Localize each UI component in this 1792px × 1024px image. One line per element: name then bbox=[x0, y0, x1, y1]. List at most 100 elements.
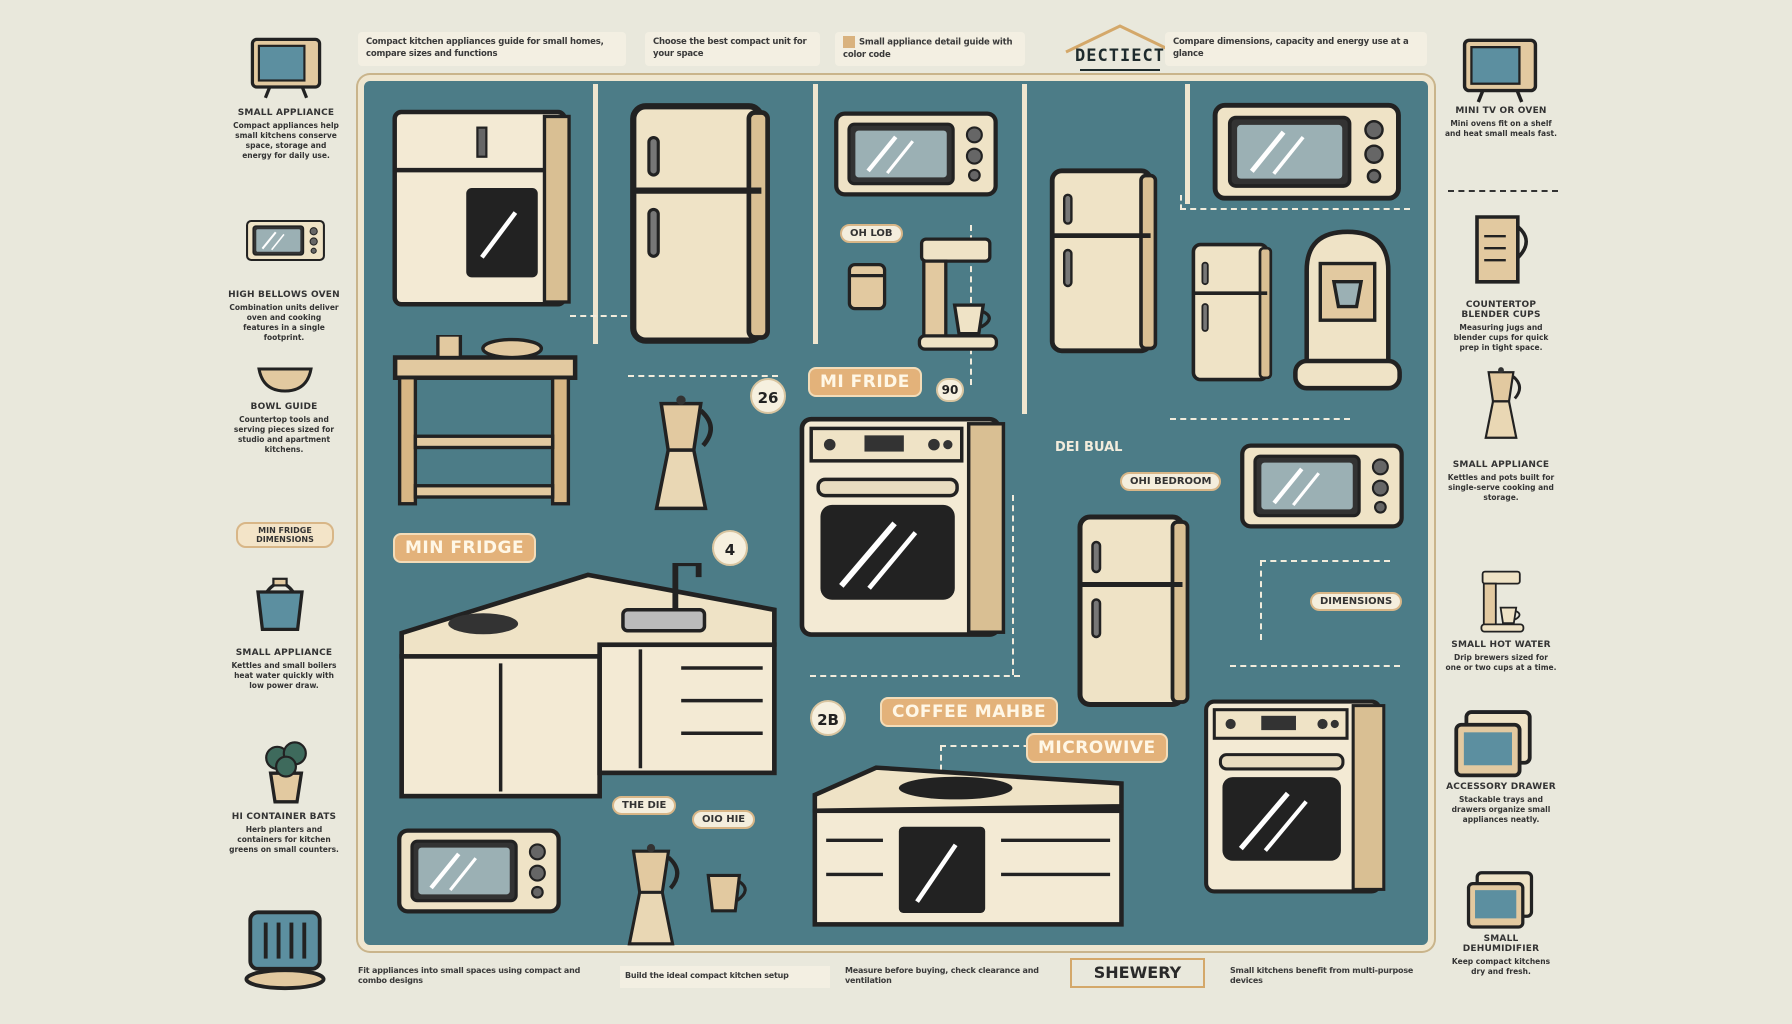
sidebar-text: Drip brewers sized for one or two cups a… bbox=[1445, 653, 1557, 672]
divider bbox=[1022, 84, 1027, 414]
connector-line bbox=[628, 375, 778, 377]
pill-label: DIMENSIONS bbox=[1310, 592, 1403, 611]
left-sidebar-item: HIGH BELLOWS OVEN Combination units deliv… bbox=[228, 290, 340, 343]
connector-line bbox=[1260, 560, 1390, 640]
left-sidebar-item: BOWL GUIDE Countertop tools and serving p… bbox=[228, 402, 340, 455]
label-mi-fride: MI FRIDE bbox=[808, 367, 922, 397]
left-sidebar-item: SMALL APPLIANCE Kettles and small boilers… bbox=[228, 648, 340, 691]
heater-icon bbox=[240, 902, 330, 992]
drip-coffee-maker-icon bbox=[1468, 568, 1538, 634]
connector-line bbox=[1170, 418, 1350, 420]
sidebar-heading: MINI TV OR OVEN bbox=[1455, 106, 1547, 116]
header-note-2: Choose the best compact unit for your sp… bbox=[645, 32, 820, 66]
sidebar-heading: ACCESSORY DRAWER bbox=[1446, 782, 1556, 792]
moka-pot-icon bbox=[615, 840, 687, 955]
mini-oven-icon bbox=[1460, 35, 1540, 105]
sidebar-text: Keep compact kitchens dry and fresh. bbox=[1451, 957, 1551, 976]
divider bbox=[593, 84, 598, 344]
mini-fridge-icon bbox=[1188, 228, 1278, 398]
sidebar-text: Mini ovens fit on a shelf and heat small… bbox=[1445, 119, 1557, 138]
kettle-icon bbox=[247, 570, 313, 636]
side-table-icon bbox=[388, 335, 580, 515]
footer-note-4: Small kitchens benefit from multi-purpos… bbox=[1230, 966, 1414, 985]
dehumidifier-icon bbox=[1462, 868, 1538, 934]
microwave-icon bbox=[1208, 98, 1408, 208]
microwave-icon bbox=[1238, 437, 1408, 537]
sidebar-text: Combination units deliver oven and cooki… bbox=[229, 303, 339, 342]
left-callout: MIN FRIDGE DIMENSIONS bbox=[236, 522, 334, 548]
connector-line bbox=[810, 675, 1020, 677]
page-title: DECTIECT bbox=[1060, 22, 1180, 72]
header-note-1: Compact kitchen appliances guide for sma… bbox=[358, 32, 626, 66]
microwave-icon bbox=[832, 105, 1002, 205]
measuring-jug-icon bbox=[1465, 205, 1537, 289]
header-note-4: Compare dimensions, capacity and energy … bbox=[1165, 32, 1427, 66]
tall-fridge-icon bbox=[1045, 102, 1165, 422]
sidebar-heading: SMALL APPLIANCE bbox=[1452, 460, 1550, 470]
espresso-machine-icon bbox=[1290, 225, 1405, 395]
badge-number: 90 bbox=[936, 378, 964, 402]
connector-line bbox=[1012, 495, 1014, 675]
header-note-3-text: Small appliance detail guide with color … bbox=[843, 37, 1013, 60]
microwave-icon bbox=[395, 822, 565, 922]
label-min-fridge: MIN FRIDGE bbox=[393, 533, 537, 563]
moka-pot-icon bbox=[640, 392, 722, 520]
bowl-icon bbox=[255, 363, 315, 393]
footer-title: SHEWERY bbox=[1070, 958, 1205, 988]
sidebar-text: Measuring jugs and blender cups for quic… bbox=[1453, 323, 1549, 352]
label-dei-bual: DEI BUAL bbox=[1055, 440, 1123, 455]
label-coffee-maker: COFFEE MAHBE bbox=[880, 697, 1059, 727]
pill-label: OH LOB bbox=[840, 224, 903, 243]
sidebar-heading: HIGH BELLOWS OVEN bbox=[228, 290, 340, 300]
cooktop-island-icon bbox=[808, 760, 1126, 932]
sidebar-text: Kettles and pots built for single-serve … bbox=[1447, 473, 1555, 502]
color-swatch bbox=[843, 36, 855, 48]
trays-icon bbox=[1448, 707, 1538, 783]
sidebar-text: Stackable trays and drawers organize sma… bbox=[1451, 795, 1551, 824]
house-roof-icon bbox=[1065, 24, 1175, 71]
right-sidebar-item: SMALL DEHUMIDIFIER Keep compact kitchens … bbox=[1445, 934, 1557, 977]
cup-icon bbox=[702, 865, 754, 917]
right-sidebar-item: ACCESSORY DRAWER Stackable trays and draw… bbox=[1445, 782, 1557, 825]
sidebar-heading: SMALL DEHUMIDIFIER bbox=[1462, 934, 1540, 954]
divider bbox=[1448, 190, 1558, 192]
header-note-3: Small appliance detail guide with color … bbox=[835, 32, 1025, 66]
badge-number: 2B bbox=[810, 700, 846, 736]
sidebar-text: Compact appliances help small kitchens c… bbox=[233, 121, 339, 160]
left-sidebar-item: SMALL APPLIANCE Compact appliances help s… bbox=[230, 108, 342, 161]
badge-number: 4 bbox=[712, 530, 748, 566]
label-microwave: MICROWIVE bbox=[1026, 733, 1168, 763]
oven-icon bbox=[245, 200, 327, 282]
mini-fridge-icon bbox=[1065, 512, 1205, 712]
pill-label: THE DIE bbox=[612, 796, 677, 815]
divider bbox=[813, 84, 818, 344]
plant-pot-icon bbox=[253, 738, 319, 804]
page-title-text: DECTIECT bbox=[1075, 46, 1165, 66]
fridge-oven-combo-icon bbox=[388, 97, 578, 317]
small-appliances-icon bbox=[243, 35, 329, 100]
coffee-maker-icon bbox=[915, 232, 1003, 354]
sidebar-heading: BOWL GUIDE bbox=[250, 402, 318, 412]
right-sidebar-item: MINI TV OR OVEN Mini ovens fit on a shelf… bbox=[1445, 106, 1557, 139]
connector-line bbox=[1230, 665, 1400, 667]
right-sidebar-item: SMALL APPLIANCE Kettles and pots built fo… bbox=[1445, 460, 1557, 503]
kitchen-counter-sink-icon bbox=[390, 563, 786, 808]
fridge-icon bbox=[612, 100, 792, 350]
footer-note-1: Fit appliances into small spaces using c… bbox=[358, 966, 581, 985]
divider bbox=[1185, 84, 1190, 204]
pill-label: OIO HIE bbox=[692, 810, 756, 829]
kettle-icon bbox=[1470, 365, 1532, 445]
sidebar-heading: HI CONTAINER BATS bbox=[231, 812, 337, 822]
badge-number: 26 bbox=[750, 378, 786, 414]
oven-range-icon bbox=[795, 412, 1015, 644]
sidebar-heading: SMALL APPLIANCE bbox=[237, 108, 335, 118]
sidebar-text: Kettles and small boilers heat water qui… bbox=[231, 661, 337, 690]
connector-line bbox=[1180, 195, 1410, 210]
footer-note-2: Build the ideal compact kitchen setup bbox=[620, 966, 830, 988]
sidebar-heading: SMALL APPLIANCE bbox=[235, 648, 333, 658]
sidebar-text: Countertop tools and serving pieces size… bbox=[233, 415, 335, 454]
stove-oven-icon bbox=[1200, 685, 1394, 910]
